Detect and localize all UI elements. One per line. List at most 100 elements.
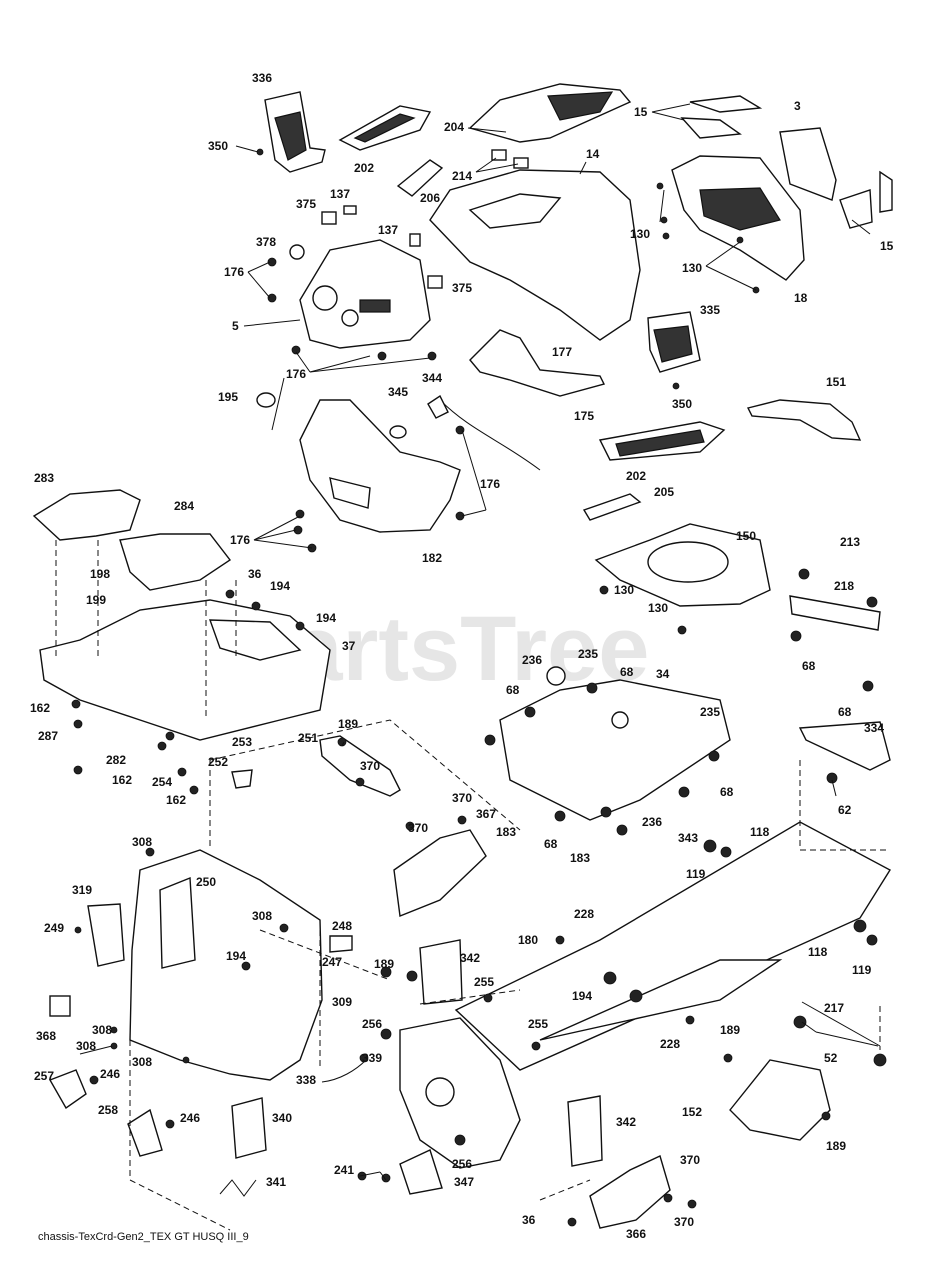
callout: 175: [574, 409, 594, 423]
callout: 251: [298, 731, 318, 745]
callout: 176: [286, 367, 306, 381]
callout: 344: [422, 371, 442, 385]
callout: 347: [454, 1175, 474, 1189]
callout: 199: [86, 593, 106, 607]
part-side-grille-336: [274, 111, 307, 161]
part-lower-dash-opening: [329, 477, 371, 509]
callout: 350: [208, 139, 228, 153]
callout: 205: [654, 485, 674, 499]
part-137b: [409, 233, 421, 247]
part-347: [399, 1149, 443, 1195]
callout: 194: [572, 989, 592, 1003]
callout: 249: [44, 921, 64, 935]
part-rear-frame: [399, 1017, 521, 1169]
part-wire-341: [219, 1179, 257, 1197]
callout: 250: [196, 875, 216, 889]
part-cable-end-344: [427, 394, 449, 419]
part-lens-15c: [839, 189, 873, 229]
callout: 204: [444, 120, 464, 134]
fasteners: [71, 148, 887, 1227]
part-grille-dark-202: [353, 113, 416, 143]
callout: 345: [388, 385, 408, 399]
callout: 228: [660, 1037, 680, 1051]
part-clip-214b: [513, 157, 529, 169]
callout: 350: [672, 397, 692, 411]
callout: 257: [34, 1069, 54, 1083]
part-rod-339: [321, 1059, 367, 1083]
callout: 370: [360, 759, 380, 773]
callout: 52: [824, 1051, 838, 1065]
part-hood-cutout: [468, 193, 562, 229]
callout: 218: [834, 579, 854, 593]
callout: 214: [452, 169, 472, 183]
callout: 3: [794, 99, 801, 113]
part-rear-frame-hole: [425, 1077, 455, 1107]
callout: 336: [252, 71, 272, 85]
callout: 247: [322, 955, 342, 969]
callout: 334: [864, 721, 884, 735]
callout: 370: [680, 1153, 700, 1167]
callout: 241: [334, 1163, 354, 1177]
part-body-37: [39, 599, 331, 741]
callout: 37: [342, 639, 356, 653]
callout: 183: [570, 851, 590, 865]
callout: 130: [630, 227, 650, 241]
part-latch-258: [127, 1108, 163, 1157]
callout: 119: [686, 867, 706, 881]
part-bracket-175: [469, 329, 606, 397]
part-seat-bracket-152: [729, 1059, 831, 1141]
part-plate-34: [499, 679, 731, 821]
callout: 368: [36, 1029, 56, 1043]
callout: 14: [586, 147, 600, 161]
part-plate-206: [396, 159, 444, 197]
parts-layer: [32, 83, 893, 1229]
callout: 308: [92, 1023, 112, 1037]
callout: 68: [544, 837, 558, 851]
callout: 118: [808, 945, 828, 959]
part-bar-251: [319, 735, 401, 797]
part-grille-202-low-mesh: [615, 429, 705, 457]
callout: 198: [90, 567, 110, 581]
part-bracket-218: [789, 595, 881, 631]
callout: 177: [552, 345, 572, 359]
part-grommet-378: [289, 244, 305, 260]
part-plate-34-hole: [611, 711, 629, 729]
callout: 194: [270, 579, 290, 593]
callout: 378: [256, 235, 276, 249]
part-dash-switch: [359, 299, 391, 313]
callout: 236: [522, 653, 542, 667]
callout: 375: [296, 197, 316, 211]
callout: 119: [852, 963, 872, 977]
part-375b: [427, 275, 443, 289]
part-lens-15d: [879, 170, 893, 213]
part-cap-195: [256, 392, 276, 408]
callout: 68: [620, 665, 634, 679]
callout: 183: [496, 825, 516, 839]
callout: 194: [316, 611, 336, 625]
callout: 253: [232, 735, 252, 749]
callout: 370: [452, 791, 472, 805]
callout: 130: [682, 261, 702, 275]
callout: 189: [826, 1139, 846, 1153]
callout: 246: [180, 1111, 200, 1125]
callout: 319: [72, 883, 92, 897]
callout: 254: [152, 775, 172, 789]
part-cable-344: [439, 399, 541, 471]
callout: 189: [338, 717, 358, 731]
callout: 36: [522, 1213, 536, 1227]
callout: 137: [378, 223, 398, 237]
callout: 284: [174, 499, 194, 513]
callout: 213: [840, 535, 860, 549]
callout: 68: [838, 705, 852, 719]
callout: 180: [518, 933, 538, 947]
callout: 235: [700, 705, 720, 719]
callout: 194: [226, 949, 246, 963]
callout: 308: [132, 835, 152, 849]
callout: 118: [750, 825, 770, 839]
part-368: [49, 995, 71, 1017]
callout: 342: [616, 1115, 636, 1129]
callout: 340: [272, 1111, 292, 1125]
part-319: [87, 903, 125, 967]
callout: 150: [736, 529, 756, 543]
part-lower-dash-182: [299, 399, 461, 533]
